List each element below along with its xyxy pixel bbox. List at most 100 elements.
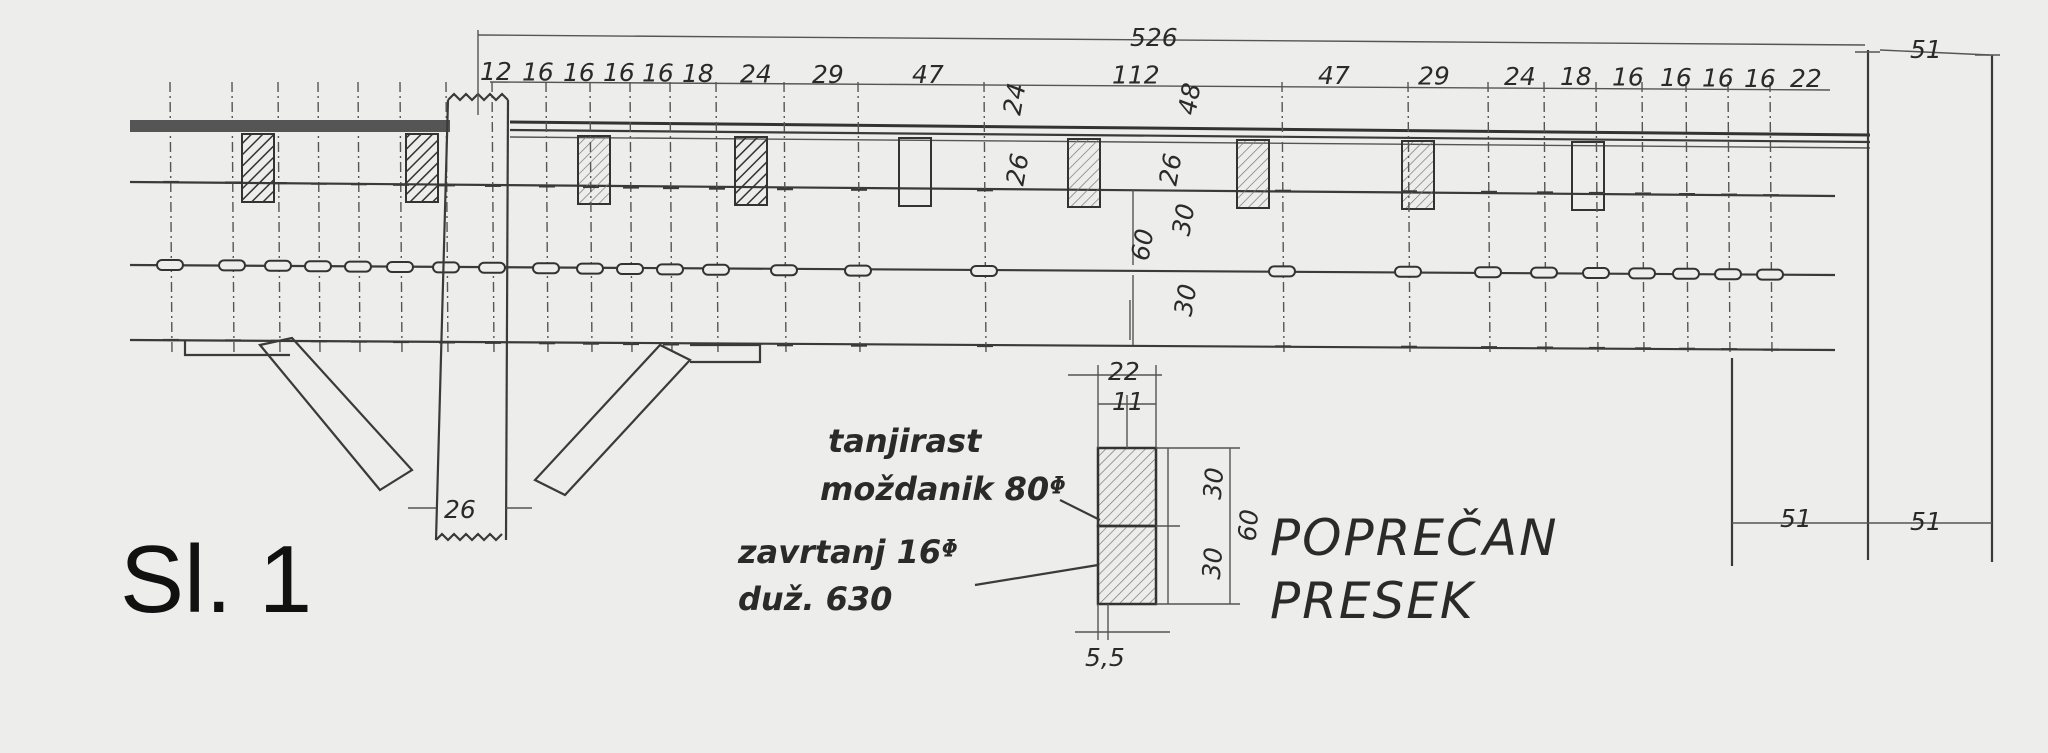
bolt-head — [1474, 266, 1502, 279]
axis-line — [783, 81, 787, 356]
bolt-head — [1268, 265, 1296, 278]
dim-section-bottom: 5,5 — [1085, 643, 1125, 672]
axis-line — [317, 81, 321, 356]
bolt-head — [532, 262, 560, 275]
bolt-head — [1714, 268, 1742, 281]
bolt-note-line1: zavrtanj 16ᶲ — [737, 533, 959, 571]
tie-hatched — [405, 133, 439, 203]
axis-line — [1685, 81, 1689, 356]
bolt-head — [770, 264, 798, 277]
bolt-head — [478, 261, 506, 274]
dim-spacing: 24 — [1504, 62, 1536, 91]
dim-spacing: 47 — [1318, 61, 1350, 90]
bolt-head — [844, 264, 872, 277]
dim-spacing: 12 — [480, 57, 512, 86]
top-dimension-chain — [477, 30, 1991, 115]
bolt-head — [1756, 268, 1784, 281]
section-upper — [1096, 446, 1158, 528]
tie-light — [1401, 140, 1435, 210]
axis-line — [1543, 81, 1547, 356]
axis-line — [357, 81, 361, 356]
axis-line — [1595, 81, 1599, 356]
axis-line — [545, 81, 549, 356]
axis-line — [491, 81, 495, 356]
axis-line — [1727, 81, 1731, 356]
tie-plain — [1571, 141, 1605, 211]
left-brace — [183, 336, 414, 492]
dim-overall: 526 — [1130, 23, 1178, 52]
tie-light — [1236, 139, 1270, 209]
bolt-head — [1628, 267, 1656, 280]
dim-top-right: 51 — [1910, 35, 1942, 64]
axis-line — [231, 81, 235, 356]
dim-spacing: 29 — [1418, 61, 1450, 90]
dim-section-v-2: 30 — [1197, 546, 1229, 580]
dim-center-vertical-2: 26 — [1153, 151, 1187, 187]
tie-light — [577, 135, 611, 205]
axis-line — [1769, 81, 1773, 356]
axis-line — [669, 81, 673, 356]
dim-spacing: 22 — [1790, 64, 1822, 93]
dim-right-bottom-1: 51 — [1780, 504, 1812, 533]
dowel-note-line1: tanjirast — [828, 422, 983, 460]
tie-hatched — [734, 136, 768, 206]
bolt-axes — [156, 81, 1784, 356]
figure-label: Sl. 1 — [120, 526, 312, 633]
dim-spacing: 16 — [1660, 63, 1692, 92]
dim-section-v-1: 30 — [1198, 466, 1230, 500]
bolt-head — [1582, 267, 1610, 279]
bolt-head — [1394, 265, 1422, 278]
axis-line — [399, 81, 403, 356]
bolt-head — [156, 259, 184, 271]
cross-ties — [241, 133, 1605, 211]
dim-section-top-1: 22 — [1108, 357, 1140, 386]
tie-light — [1067, 138, 1101, 208]
dim-section-top-2: 11 — [1112, 387, 1144, 416]
tie-hatched — [241, 133, 275, 203]
dim-spacing: 16 — [642, 59, 674, 88]
axis-line — [1641, 81, 1645, 356]
tie-plain — [898, 137, 932, 207]
axis-line — [983, 81, 987, 356]
bolt-head — [344, 260, 372, 273]
annotations: tanjirast moždanik 80ᶲ zavrtanj 16ᶲ duž.… — [120, 422, 1557, 633]
dim-center-vertical-3: 60 — [1125, 227, 1159, 263]
dim-spacing: 24 — [740, 59, 772, 88]
dim-section-v-3: 60 — [1233, 508, 1265, 542]
axis-line — [589, 81, 593, 356]
dim-spacing: 112 — [1112, 61, 1160, 90]
bolt-head — [616, 263, 644, 275]
axis-line — [1281, 81, 1285, 356]
dim-spacing: 16 — [1744, 64, 1776, 93]
dim-center-vertical-1: 26 — [1000, 151, 1034, 187]
bolt-head — [576, 262, 604, 275]
bolt-head — [432, 261, 460, 274]
bolt-head — [1672, 267, 1700, 280]
bolt-head — [702, 263, 730, 276]
cross-section — [408, 190, 1240, 640]
bolt-head — [304, 260, 332, 273]
right-dimension-lines — [1730, 50, 2000, 566]
dim-post-width: 26 — [444, 495, 476, 524]
axis-line — [715, 81, 719, 356]
dim-center-vertical-5: 30 — [1168, 282, 1202, 318]
axis-line — [277, 81, 281, 356]
bolt-head — [1530, 266, 1558, 279]
center-post — [434, 92, 510, 542]
axis-line — [1407, 81, 1411, 356]
dim-spacing: 18 — [682, 59, 714, 88]
section-title-line2: PRESEK — [1270, 572, 1477, 630]
axis-line — [857, 81, 861, 356]
dim-spacing: 47 — [912, 60, 944, 89]
bolt-head — [656, 263, 684, 276]
right-brace — [533, 343, 762, 497]
section-lower — [1096, 524, 1158, 606]
axis-line — [629, 81, 633, 356]
deck-beam — [130, 120, 1871, 149]
dim-center-vertical-4: 30 — [1166, 201, 1200, 237]
dim-center-small-1: 24 — [998, 81, 1032, 117]
